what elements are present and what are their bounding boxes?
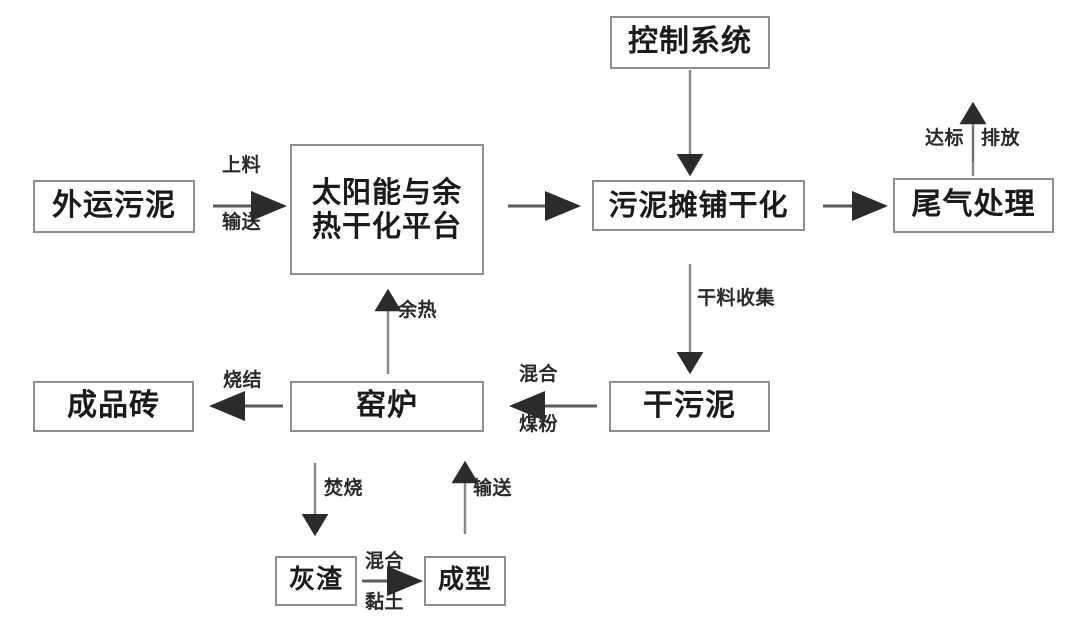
- node-tail-gas-treatment[interactable]: 尾气处理: [893, 178, 1054, 233]
- node-solar-waste-heat-platform[interactable]: 太阳能与余 热干化平台: [290, 144, 484, 275]
- edge-label-conveying: 输送: [222, 211, 262, 233]
- node-finished-brick[interactable]: 成品砖: [33, 381, 194, 432]
- node-control-system[interactable]: 控制系统: [610, 16, 770, 69]
- edge-label-coal-powder: 煤粉: [519, 413, 559, 435]
- edge-label-waste-heat: 余热: [398, 299, 438, 321]
- edge-label-compliant: 达标: [925, 127, 965, 149]
- node-kiln[interactable]: 窑炉: [290, 381, 484, 432]
- edge-label-clay: 黏土: [365, 591, 405, 613]
- node-dry-sludge[interactable]: 干污泥: [609, 381, 770, 432]
- edge-label-sintering: 烧结: [223, 369, 263, 391]
- edge-label-feed: 上料: [222, 154, 262, 176]
- edge-label-discharge: 排放: [981, 127, 1021, 149]
- edge-label-conveying2: 输送: [473, 477, 513, 499]
- node-external-sludge[interactable]: 外运污泥: [33, 180, 195, 233]
- edge-label-dry-collection: 干料收集: [697, 287, 776, 309]
- node-sludge-spreading-drying[interactable]: 污泥摊铺干化: [592, 180, 805, 231]
- node-ash-slag[interactable]: 灰渣: [275, 556, 357, 606]
- edge-label-mix: 混合: [519, 363, 559, 385]
- node-forming[interactable]: 成型: [424, 556, 506, 606]
- edge-label-mix2: 混合: [365, 550, 405, 572]
- edge-label-incineration: 焚烧: [324, 477, 364, 499]
